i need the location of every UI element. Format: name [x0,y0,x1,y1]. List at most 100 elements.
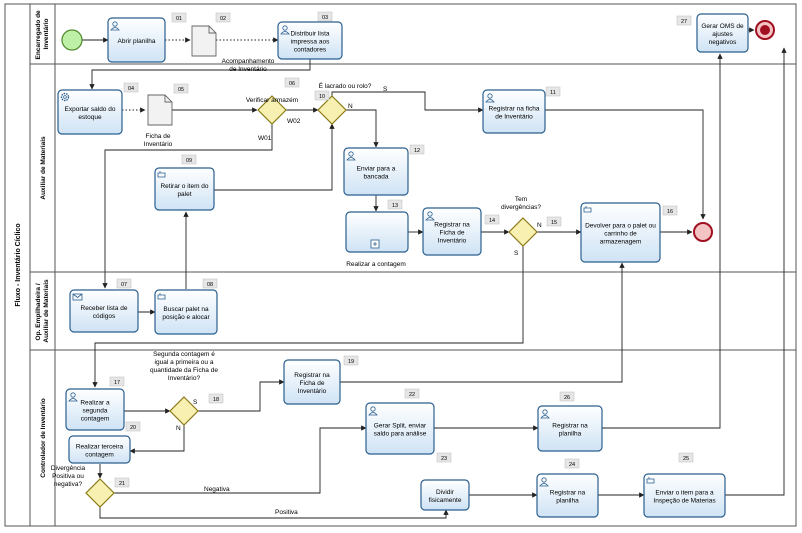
task-number: 08 [207,282,213,288]
task-abrir[interactable]: Abrir planilha [107,17,166,63]
gateway-divergencia-pos[interactable] [85,478,115,508]
gateway-lacrado[interactable] [317,95,347,125]
gateway-verificar[interactable] [257,95,287,125]
data-object-acompanhamento[interactable] [191,25,217,57]
gear-icon [60,92,70,102]
flow-ficha19-devolver [340,262,625,383]
task-number: 11 [550,90,556,96]
manual-task-icon [646,477,655,484]
flow-negativa [114,425,367,494]
flow-w01 [102,124,273,289]
gateway-label: Verificar armazém [246,97,298,104]
manual-task-icon [583,206,592,213]
task-number: 27 [681,19,687,25]
lane-title-encarregado: Encarregado de Inventário [35,9,50,60]
flow-label-s2: S [514,250,519,257]
end-event-top[interactable] [755,20,775,40]
end-event-auxiliar[interactable] [693,222,713,242]
task-number: 22 [409,392,415,398]
data-object-number: 02 [220,16,226,22]
lane-titles: Encarregado de Inventário Auxiliar de Ma… [35,9,50,478]
task-number: 24 [569,462,575,468]
task-number: 01 [176,16,182,22]
user-task-icon [280,25,290,35]
flow-distribuir-exportar [89,58,311,90]
gateway-number: 18 [213,397,219,403]
gateway-segunda[interactable] [169,396,199,426]
task-number: 07 [121,282,127,288]
flow-gateway-s-ficha19 [198,379,285,412]
data-object-number: 05 [178,87,184,93]
start-event[interactable] [61,29,83,51]
subprocess-realizar-contagem[interactable] [345,211,409,253]
flow-positiva [99,507,449,519]
task-number: 03 [322,15,328,21]
task-number: 19 [348,359,354,365]
lane-title-auxiliar: Auxiliar de Materiais [40,136,47,200]
flow-lacrado-s [331,91,484,113]
flow-labels: W01 W02 S N N S S N Negativa Positiva [176,86,542,516]
flow-label-w01: W01 [258,135,272,142]
flow-inspecao-end-line [725,47,787,496]
flow-label-positiva: Positiva [275,509,298,516]
user-task-icon [346,151,356,161]
user-task-icon [368,406,378,416]
envelope-icon [72,293,83,301]
flow-label-n2: N [537,222,542,229]
data-object-ficha[interactable] [147,94,173,126]
task-number: 17 [114,380,120,386]
flow-label-n3: N [176,425,181,432]
task-number: 14 [489,218,495,224]
task-number: 23 [441,456,447,462]
pool-title: Fluxo - Inventário Cíclico [15,223,22,306]
gateway-divergencias[interactable] [508,217,538,247]
user-task-icon [425,211,435,221]
flow-div-s-segunda [92,246,524,388]
flow-label-n1: N [348,103,353,110]
lane-title-empilhadeira: Op. Empilhadeira / Auxiliar de Materiais [35,279,50,343]
task-number: 20 [130,425,136,431]
flow-label-negativa: Negativa [204,486,230,493]
gateway-label: É lacrado ou rolo? [319,81,372,90]
sequence-flows [82,27,787,519]
flow-gateway-n-terceira [129,424,185,454]
user-task-icon [110,21,120,31]
manual-task-icon [157,171,166,178]
user-task-icon [539,477,549,487]
